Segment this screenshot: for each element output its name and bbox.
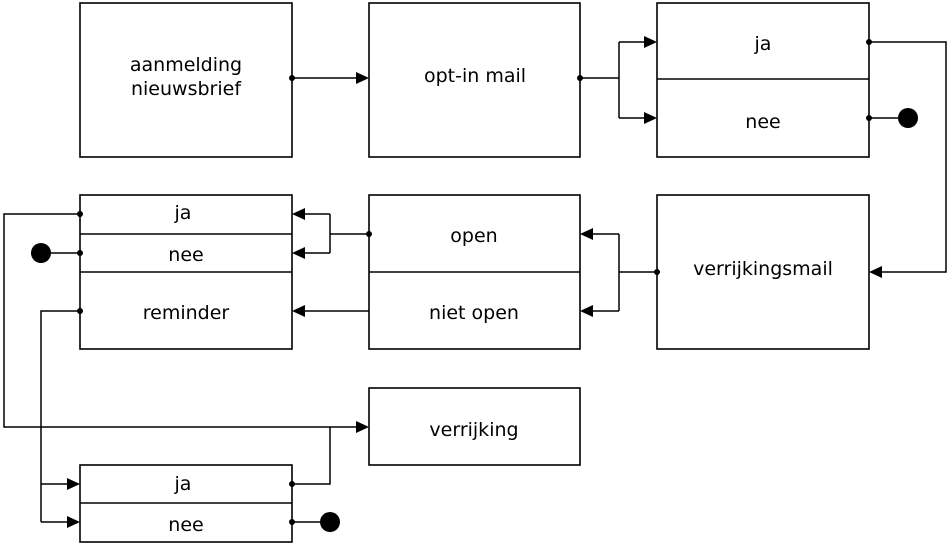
connector-open-response xyxy=(292,208,372,259)
optin-mail-label: opt-in mail xyxy=(424,65,526,87)
connector-ja-verrijking xyxy=(3,211,369,433)
connector-rem-ja-verrijking xyxy=(289,427,331,487)
resp-nee-label: nee xyxy=(168,244,203,266)
connector-nee-end xyxy=(866,108,918,128)
end-node xyxy=(320,512,340,532)
connector-optin-branches xyxy=(577,36,657,124)
box-verrijking: verrijking xyxy=(368,387,581,466)
end-node xyxy=(31,243,51,263)
aanmelding-label-line2: nieuwsbrief xyxy=(131,78,242,100)
connector-aanmelding-optin xyxy=(289,72,369,84)
box-optin-response: ja nee xyxy=(656,2,870,158)
resp-ja-label: ja xyxy=(174,202,192,224)
optin-nee-label: nee xyxy=(745,111,780,133)
box-verrijkingsmail: verrijkingsmail xyxy=(656,194,870,350)
box-aanmelding: aanmelding nieuwsbrief xyxy=(79,2,293,158)
end-node xyxy=(898,108,918,128)
connector-ja-verrijkingsmail xyxy=(866,39,947,278)
box-optin-mail: opt-in mail xyxy=(368,2,581,158)
niet-open-label: niet open xyxy=(429,302,519,324)
verrijkingsmail-label: verrijkingsmail xyxy=(693,258,833,280)
box-open-status: open niet open xyxy=(368,194,581,350)
aanmelding-label-line1: aanmelding xyxy=(130,54,242,76)
optin-ja-label: ja xyxy=(754,33,772,55)
box-reminder-response: ja nee xyxy=(79,464,293,543)
reminder-label: reminder xyxy=(143,302,230,324)
connector-reminder-response xyxy=(40,308,83,528)
connector-verrijkingsmail-open xyxy=(580,228,660,317)
connector-nietopen-reminder xyxy=(292,305,369,317)
rem-ja-label: ja xyxy=(174,473,192,495)
connector-resp-nee-end xyxy=(31,243,83,263)
rem-nee-label: nee xyxy=(168,514,203,536)
box-response: ja nee reminder xyxy=(79,194,293,350)
verrijking-label: verrijking xyxy=(429,419,518,441)
open-label: open xyxy=(450,225,497,247)
connector-rem-nee-end xyxy=(289,512,340,532)
